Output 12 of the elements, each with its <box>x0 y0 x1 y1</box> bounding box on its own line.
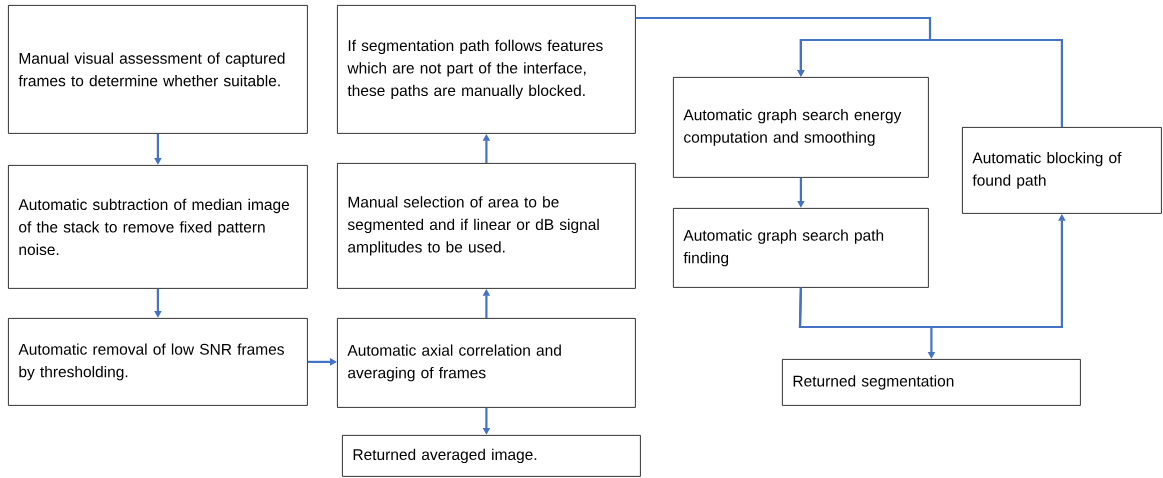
process-box: Automatic subtraction of median image of the stack to remove fixed pattern noise. <box>8 165 308 289</box>
process-box: If segmentation path follows features which are not part of the interface, these paths are manually blocked. <box>337 5 636 134</box>
process-box: Automatic graph search energy computation and smoothing <box>673 77 929 178</box>
process-box: Automatic blocking of found path <box>962 127 1162 214</box>
process-box: Manual visual assessment of captured frames to determine whether suitable. <box>8 5 308 134</box>
process-box: Manual selection of area to be segmented and if linear or dB signal amplitudes to be used. <box>337 163 636 289</box>
process-box: Returned averaged image. <box>342 435 641 477</box>
process-box: Returned segmentation <box>782 359 1081 406</box>
arrow <box>797 38 1063 127</box>
process-box: Automatic graph search path finding <box>673 208 929 288</box>
process-box: Automatic removal of low SNR frames by thresholding. <box>8 318 308 406</box>
process-box: Automatic axial correlation and averaging of frames <box>337 318 636 408</box>
